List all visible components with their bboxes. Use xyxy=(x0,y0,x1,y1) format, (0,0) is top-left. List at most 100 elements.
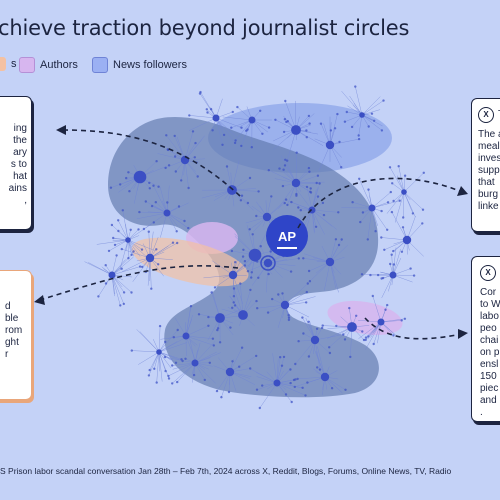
text-line: to W xyxy=(480,299,500,310)
network-leaf-node xyxy=(389,262,392,266)
network-leaf-node xyxy=(293,385,296,389)
legend-label: News followers xyxy=(113,59,187,71)
network-leaf-node xyxy=(321,201,325,205)
network-edge xyxy=(259,382,278,409)
x-icon: X xyxy=(480,265,496,281)
text-line: Cor xyxy=(480,287,497,298)
network-leaf-node xyxy=(215,389,219,393)
network-edge xyxy=(168,362,196,377)
network-leaf-node xyxy=(301,386,304,389)
network-leaf-node xyxy=(284,393,288,396)
network-leaf-node xyxy=(316,366,319,369)
network-edge xyxy=(127,222,154,241)
network-edge xyxy=(148,351,160,376)
network-edge xyxy=(127,239,135,257)
network-edge xyxy=(277,182,297,210)
network-leaf-node xyxy=(174,361,178,364)
network-leaf-node xyxy=(104,282,108,285)
ap-hub: AP xyxy=(266,215,308,257)
network-leaf-node xyxy=(284,198,288,201)
network-leaf-node xyxy=(369,273,372,277)
network-edge xyxy=(149,242,174,259)
text-line: inves xyxy=(478,153,500,164)
network-leaf-node xyxy=(176,328,179,332)
network-hub-node xyxy=(377,318,385,326)
network-hub-node xyxy=(133,170,147,184)
network-edge xyxy=(158,351,170,379)
network-edge xyxy=(232,274,244,304)
network-leaf-node xyxy=(122,302,126,306)
network-leaf-node xyxy=(132,250,135,253)
network-edge xyxy=(381,237,408,241)
network-edge xyxy=(185,306,192,337)
legend-item-news-followers: News followers xyxy=(92,57,187,73)
network-leaf-node xyxy=(307,320,310,323)
network-edge xyxy=(267,262,296,267)
network-leaf-node xyxy=(148,181,151,185)
network-leaf-node xyxy=(157,185,160,188)
text-line: The a xyxy=(478,129,500,140)
network-leaf-node xyxy=(376,273,380,277)
network-edge xyxy=(373,321,382,345)
network-leaf-node xyxy=(267,272,270,276)
network-leaf-node xyxy=(240,144,243,148)
network-leaf-node xyxy=(297,340,300,343)
network-leaf-node xyxy=(297,257,300,260)
network-edge xyxy=(284,296,316,306)
network-edge xyxy=(311,189,317,211)
network-edge xyxy=(158,351,172,369)
network-leaf-node xyxy=(364,336,368,339)
network-edge xyxy=(221,371,231,398)
network-edge xyxy=(159,186,168,214)
network-leaf-node xyxy=(246,128,249,131)
network-edge xyxy=(311,209,339,213)
network-leaf-node xyxy=(117,229,120,233)
network-leaf-node xyxy=(270,195,273,198)
network-leaf-node xyxy=(343,338,347,341)
network-leaf-node xyxy=(255,214,258,218)
network-leaf-node xyxy=(142,227,146,231)
network-edge xyxy=(272,353,278,384)
network-leaf-node xyxy=(211,129,214,132)
network-hub-node xyxy=(228,270,238,280)
text-line: labo xyxy=(480,311,499,322)
network-leaf-node xyxy=(296,377,299,381)
network-edge xyxy=(380,318,405,323)
network-edge xyxy=(231,189,254,211)
network-leaf-node xyxy=(388,166,392,169)
network-edge xyxy=(266,199,287,218)
text-line: ght xyxy=(5,337,19,348)
network-leaf-node xyxy=(290,400,293,404)
network-leaf-node xyxy=(307,166,311,170)
network-edge xyxy=(329,138,360,146)
network-leaf-node xyxy=(259,245,262,248)
network-leaf-node xyxy=(130,349,133,352)
network-leaf-node xyxy=(209,108,213,111)
network-leaf-node xyxy=(120,247,124,251)
network-leaf-node xyxy=(232,301,235,304)
network-leaf-node xyxy=(127,171,130,174)
network-leaf-node xyxy=(345,110,348,114)
text-line: that xyxy=(478,177,495,188)
network-edge xyxy=(280,155,297,184)
network-leaf-node xyxy=(343,120,347,123)
network-edge xyxy=(203,274,234,279)
network-leaf-node xyxy=(164,369,167,373)
network-edge xyxy=(276,382,292,403)
network-edge xyxy=(297,376,326,380)
network-leaf-node xyxy=(192,373,196,377)
text-line: linke xyxy=(478,201,499,212)
network-hub-node xyxy=(125,237,131,243)
network-hub-node xyxy=(291,125,301,135)
network-leaf-node xyxy=(261,384,264,387)
network-hub-node xyxy=(182,332,190,340)
network-leaf-node xyxy=(318,368,322,371)
network-leaf-node xyxy=(255,354,258,358)
network-edge xyxy=(194,341,216,364)
network-edge xyxy=(188,117,217,131)
network-leaf-node xyxy=(308,170,311,173)
network-edge xyxy=(251,262,269,286)
network-leaf-node xyxy=(225,165,229,168)
network-leaf-node xyxy=(255,299,258,303)
network-leaf-node xyxy=(382,99,385,102)
